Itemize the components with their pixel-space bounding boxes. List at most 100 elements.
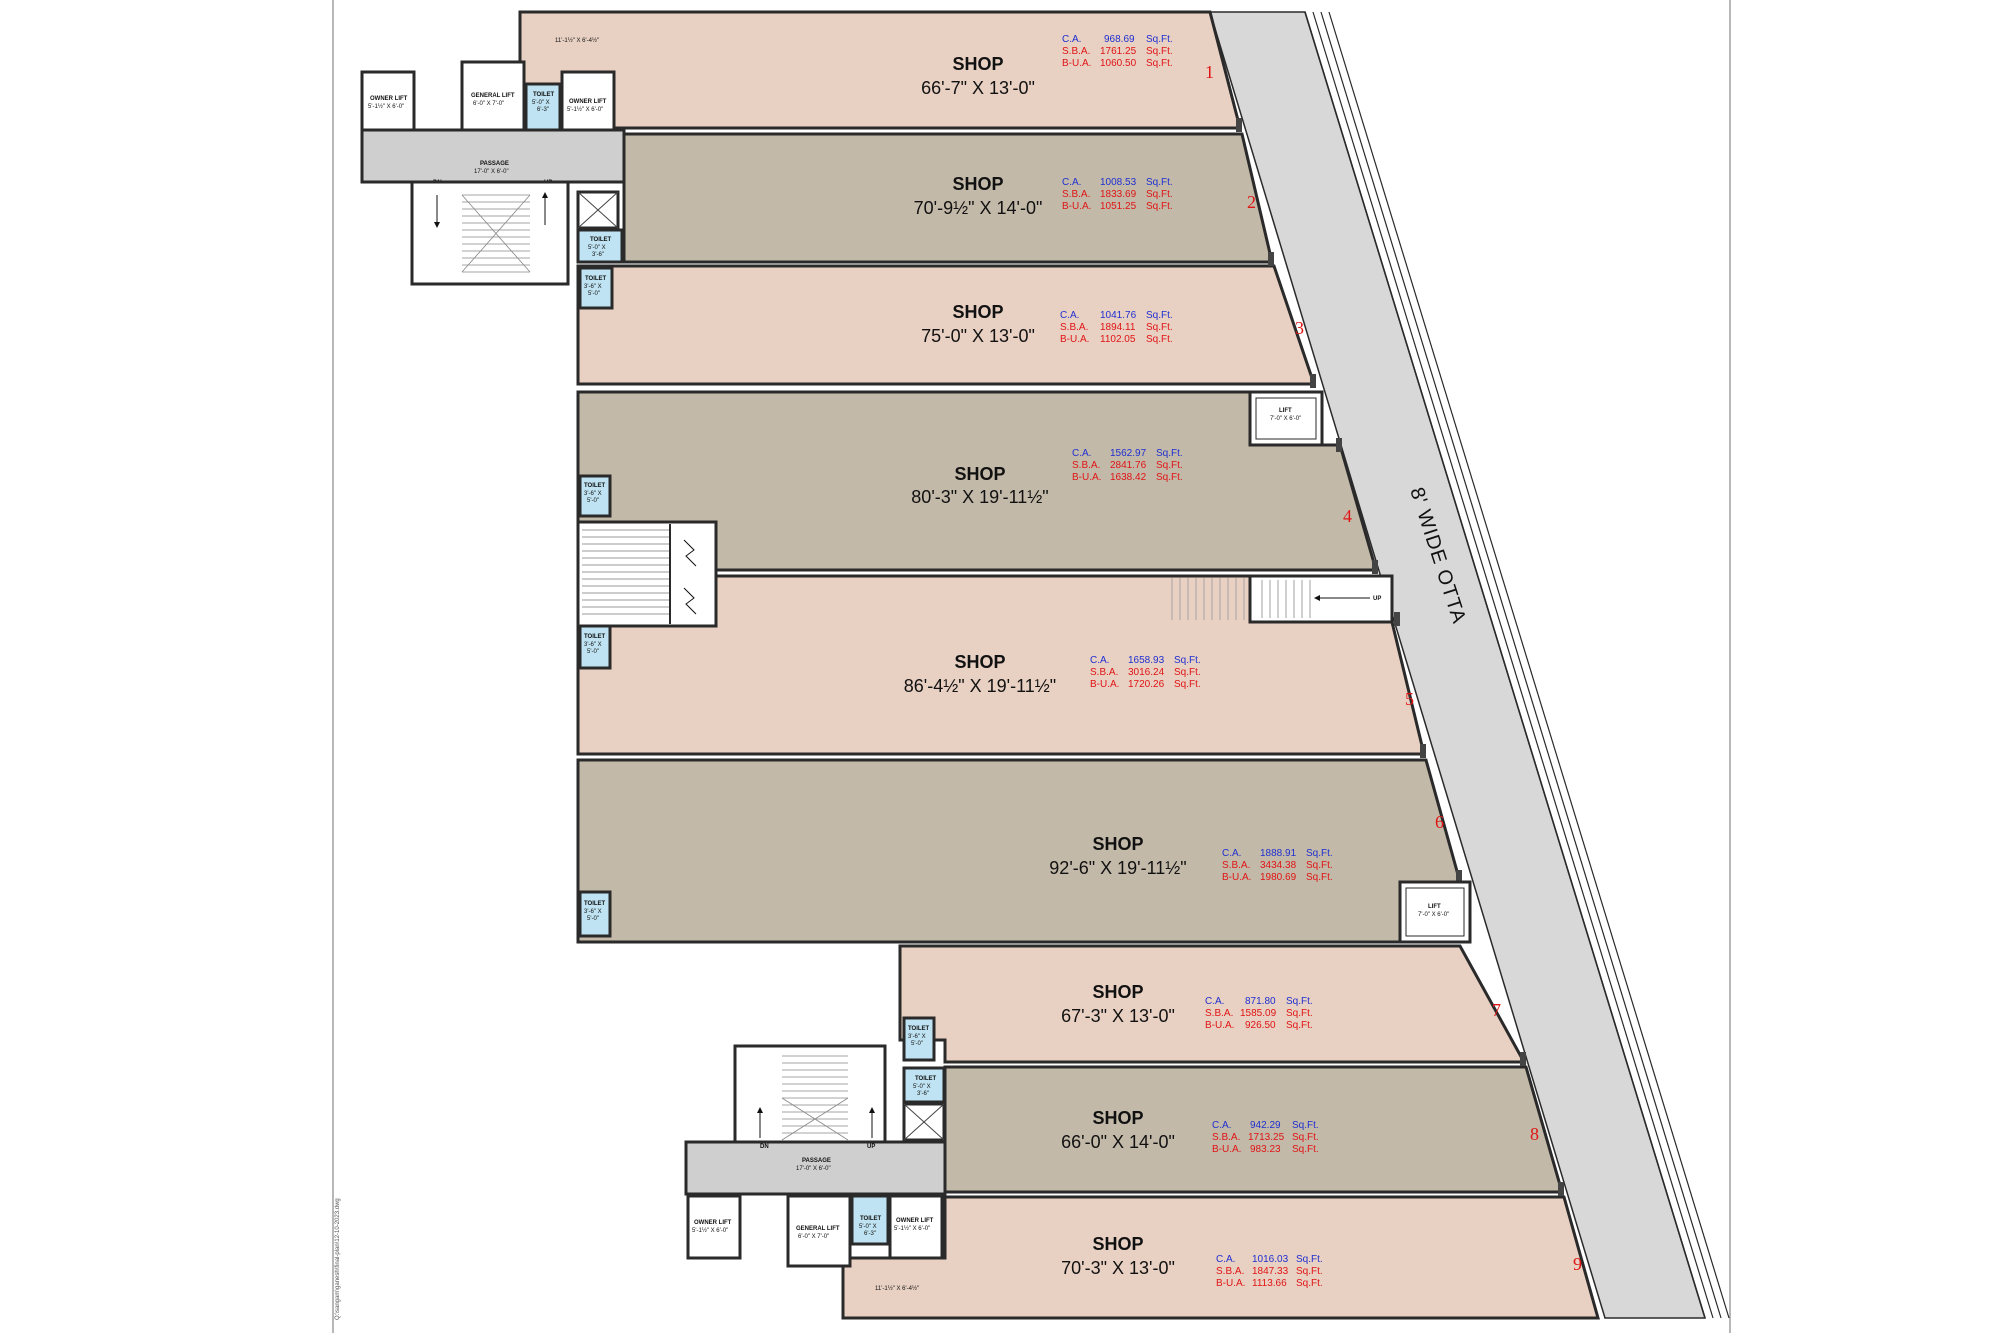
top-service-core: PASSAGE 17'-0" X 6'-0" DN UP OWNER LIFT … [360,60,626,310]
svg-text:B-U.A.: B-U.A. [1062,201,1091,212]
svg-text:S.B.A.: S.B.A. [1212,1132,1240,1143]
svg-text:70'-9½" X 14'-0": 70'-9½" X 14'-0" [914,198,1043,218]
svg-text:Sq.Ft.: Sq.Ft. [1292,1120,1319,1131]
general-lift-bottom [786,1194,852,1268]
svg-text:3'-6" X: 3'-6" X [584,284,602,290]
svg-text:GENERAL LIFT: GENERAL LIFT [471,93,515,99]
svg-text:SHOP: SHOP [1092,1108,1143,1128]
svg-text:70'-3" X 13'-0": 70'-3" X 13'-0" [1061,1258,1175,1278]
svg-text:Sq.Ft.: Sq.Ft. [1296,1254,1323,1265]
svg-text:1980.69: 1980.69 [1260,872,1297,883]
passage-top [360,128,626,184]
svg-text:Sq.Ft.: Sq.Ft. [1292,1144,1319,1155]
shop-label-9: SHOP 70'-3" X 13'-0" C.A. 1016.03 Sq.Ft.… [1061,1234,1582,1289]
svg-text:PASSAGE: PASSAGE [480,161,509,167]
svg-text:5'-1½" X 6'-0": 5'-1½" X 6'-0" [567,106,603,113]
svg-text:1713.25: 1713.25 [1248,1132,1285,1143]
svg-text:Sq.Ft.: Sq.Ft. [1146,46,1173,57]
shutter-marks [1236,118,1564,1196]
shop-9[interactable]: 11'-1½" X 6'-4½" [841,1195,1600,1320]
svg-text:5'-0": 5'-0" [587,916,599,922]
svg-text:Sq.Ft.: Sq.Ft. [1156,460,1183,471]
svg-text:SHOP: SHOP [1092,982,1143,1002]
svg-text:C.A.: C.A. [1216,1254,1235,1265]
svg-text:OWNER LIFT: OWNER LIFT [569,99,607,105]
svg-text:TOILET: TOILET [860,1216,882,1222]
owner-lift-top-left [360,70,416,132]
svg-text:Sq.Ft.: Sq.Ft. [1174,667,1201,678]
svg-text:3'-6" X: 3'-6" X [584,909,602,915]
svg-text:3'-6" X: 3'-6" X [908,1034,926,1040]
svg-text:66'-0" X 14'-0": 66'-0" X 14'-0" [1061,1132,1175,1152]
middle-service: TOILET 3'-6" X 5'-0" TOILET 3'-6" X 5'-0… [576,390,1472,944]
svg-text:B-U.A.: B-U.A. [1222,872,1251,883]
svg-text:1888.91: 1888.91 [1260,848,1297,859]
svg-text:Sq.Ft.: Sq.Ft. [1156,448,1183,459]
svg-text:Sq.Ft.: Sq.Ft. [1292,1132,1319,1143]
svg-text:17'-0" X 6'-0": 17'-0" X 6'-0" [474,169,509,175]
svg-text:PASSAGE: PASSAGE [802,1158,831,1164]
svg-text:3'-6": 3'-6" [592,252,604,258]
toilet-top-c [578,266,614,310]
owner-lift-bottom-left [686,1194,742,1260]
svg-text:8: 8 [1530,1124,1539,1144]
svg-text:TOILET: TOILET [584,483,606,489]
staircase-bottom [733,1044,887,1146]
svg-text:1016.03: 1016.03 [1252,1254,1289,1265]
svg-text:92'-6" X 19'-11½": 92'-6" X 19'-11½" [1049,858,1186,878]
staircase-top [410,180,570,286]
svg-text:2841.76: 2841.76 [1110,460,1147,471]
svg-text:983.23: 983.23 [1250,1144,1281,1155]
shop-label-5: SHOP 86'-4½" X 19'-11½" C.A. 1658.93 Sq.… [904,652,1414,709]
svg-text:DN: DN [760,1144,769,1150]
svg-text:1761.25: 1761.25 [1100,46,1137,57]
svg-text:926.50: 926.50 [1245,1020,1276,1031]
shop-7[interactable] [898,944,1527,1064]
svg-text:3'-6" X: 3'-6" X [584,642,602,648]
svg-text:TOILET: TOILET [584,901,606,907]
svg-text:OWNER LIFT: OWNER LIFT [896,1218,934,1224]
svg-text:Sq.Ft.: Sq.Ft. [1286,1008,1313,1019]
svg-text:Sq.Ft.: Sq.Ft. [1146,177,1173,188]
svg-text:942.29: 942.29 [1250,1120,1281,1131]
svg-text:SHOP: SHOP [952,302,1003,322]
shop-1[interactable]: 11'-1½" X 6'-4½" [518,10,1242,130]
svg-text:S.B.A.: S.B.A. [1222,860,1250,871]
svg-text:UP: UP [867,1144,875,1150]
toilet-top-a [524,82,562,132]
svg-text:Sq.Ft.: Sq.Ft. [1146,322,1173,333]
svg-text:SHOP: SHOP [952,174,1003,194]
svg-text:C.A.: C.A. [1090,655,1109,666]
svg-text:5'-1½" X 6'-0": 5'-1½" X 6'-0" [368,103,404,110]
svg-text:1720.26: 1720.26 [1128,679,1165,690]
svg-text:5'-0" X: 5'-0" X [588,245,606,251]
owner-lift-bottom-right [888,1194,944,1260]
svg-text:1008.53: 1008.53 [1100,177,1137,188]
svg-text:SHOP: SHOP [954,464,1005,484]
general-lift-top [460,60,526,132]
svg-text:C.A.: C.A. [1062,177,1081,188]
svg-text:Sq.Ft.: Sq.Ft. [1306,872,1333,883]
toilet-bottom-b [902,1066,946,1104]
svg-text:5'-0": 5'-0" [587,498,599,504]
svg-text:5: 5 [1405,689,1414,709]
toilet-mid-c [578,890,612,938]
svg-text:80'-3" X 19'-11½": 80'-3" X 19'-11½" [911,487,1048,507]
svg-text:5'-0": 5'-0" [587,649,599,655]
svg-text:B-U.A.: B-U.A. [1062,58,1091,69]
svg-text:C.A.: C.A. [1212,1120,1231,1131]
svg-text:C.A.: C.A. [1222,848,1241,859]
owner-lift-top-right [560,70,616,132]
svg-text:TOILET: TOILET [584,634,606,640]
svg-text:TOILET: TOILET [915,1076,937,1082]
svg-text:Sq.Ft.: Sq.Ft. [1174,655,1201,666]
svg-text:2: 2 [1247,192,1256,212]
svg-text:SHOP: SHOP [954,652,1005,672]
sheet-note: Q:\sangam\ganesh\final-plan\12-10-2023.d… [335,1198,341,1320]
svg-text:C.A.: C.A. [1205,996,1224,1007]
svg-text:6'-0" X 7'-0": 6'-0" X 7'-0" [798,1234,829,1240]
svg-text:Sq.Ft.: Sq.Ft. [1306,860,1333,871]
svg-text:67'-3" X 13'-0": 67'-3" X 13'-0" [1061,1006,1175,1026]
svg-text:B-U.A.: B-U.A. [1090,679,1119,690]
shop-3[interactable] [576,264,1317,386]
